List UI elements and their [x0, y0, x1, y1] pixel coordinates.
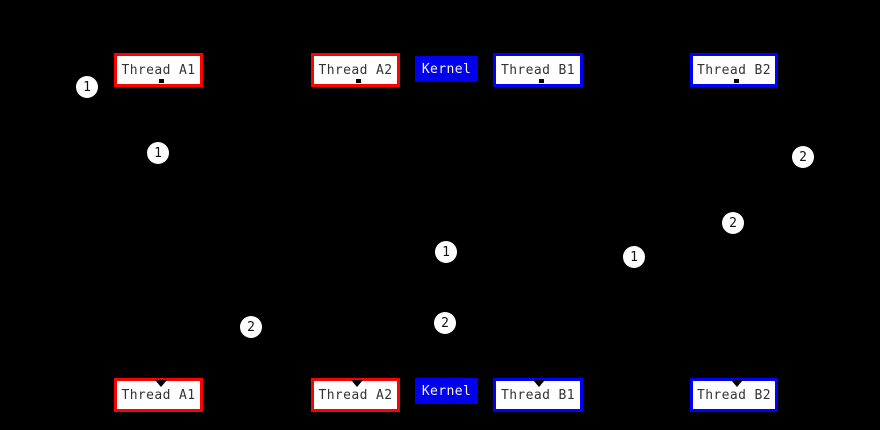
node-thread-a1-top: Thread A1: [114, 53, 203, 87]
node-label: Thread A1: [121, 387, 196, 403]
node-label: Thread B2: [696, 387, 772, 403]
node-kernel-bottom: Kernel: [415, 378, 478, 404]
node-thread-a2-bottom: Thread A2: [311, 378, 400, 412]
step-marker-1: 1: [435, 241, 457, 263]
step-marker-2: 2: [434, 312, 456, 334]
node-thread-a1-bottom: Thread A1: [114, 378, 203, 412]
node-label: Thread B1: [500, 387, 576, 403]
edge-tail-stub: [356, 79, 361, 83]
step-marker-label: 1: [83, 79, 91, 95]
edge-tail-stub: [159, 79, 164, 83]
node-thread-b1-top: Thread B1: [493, 53, 583, 87]
step-marker-label: 2: [247, 319, 255, 335]
node-label: Thread A1: [121, 62, 196, 78]
edge-tail-stub: [539, 79, 544, 83]
node-label: Kernel: [421, 61, 472, 77]
edge-arrowhead-notch: [731, 380, 743, 387]
node-thread-b1-bottom: Thread B1: [493, 378, 583, 412]
step-marker-1: 1: [623, 246, 645, 268]
step-marker-label: 1: [630, 249, 638, 265]
edge-tail-stub: [734, 79, 739, 83]
node-thread-b2-top: Thread B2: [690, 53, 778, 87]
step-marker-label: 1: [154, 145, 162, 161]
node-label: Thread A2: [318, 387, 393, 403]
node-kernel-top: Kernel: [415, 56, 478, 82]
node-label: Thread A2: [318, 62, 393, 78]
edge-arrowhead-notch: [533, 380, 545, 387]
step-marker-label: 2: [799, 149, 807, 165]
step-marker-1: 1: [147, 142, 169, 164]
step-marker-2: 2: [722, 212, 744, 234]
node-label: Kernel: [421, 383, 472, 399]
step-marker-1: 1: [76, 76, 98, 98]
node-thread-b2-bottom: Thread B2: [690, 378, 778, 412]
step-marker-label: 2: [441, 315, 449, 331]
step-marker-label: 1: [442, 244, 450, 260]
step-marker-2: 2: [792, 146, 814, 168]
step-marker-label: 2: [729, 215, 737, 231]
node-thread-a2-top: Thread A2: [311, 53, 400, 87]
edge-arrowhead-notch: [351, 380, 363, 387]
node-label: Thread B1: [500, 62, 576, 78]
edge-arrowhead-notch: [155, 380, 167, 387]
node-label: Thread B2: [696, 62, 772, 78]
step-marker-2: 2: [240, 316, 262, 338]
